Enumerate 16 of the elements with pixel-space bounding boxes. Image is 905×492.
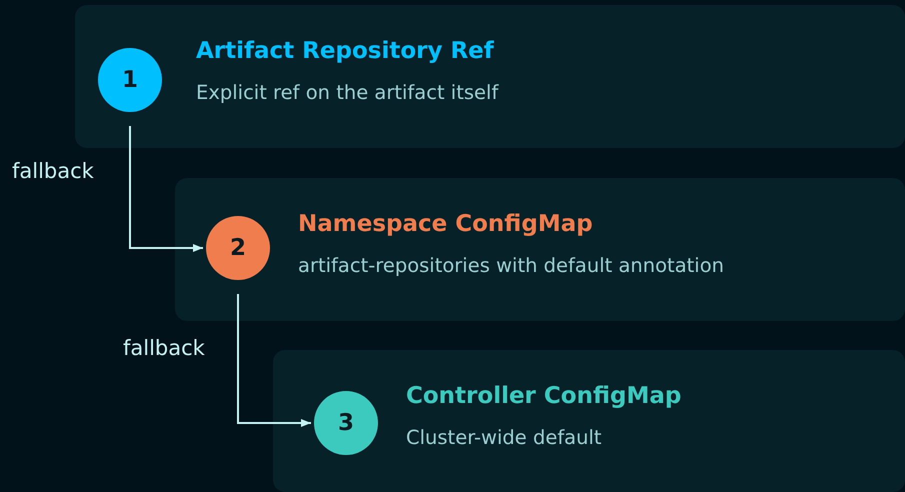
- step-number: 1: [98, 48, 162, 112]
- step-description: Explicit ref on the artifact itself: [196, 81, 498, 104]
- step-card: [175, 178, 905, 321]
- step-number: 3: [314, 391, 378, 455]
- step-title: Namespace ConfigMap: [298, 211, 593, 237]
- step-card: [273, 350, 905, 492]
- step-description: Cluster-wide default: [406, 426, 602, 449]
- step-title: Artifact Repository Ref: [196, 38, 494, 64]
- arrow: [237, 294, 311, 427]
- arrow: [129, 126, 203, 252]
- edge-label: fallback: [12, 159, 94, 183]
- edge-label: fallback: [123, 336, 205, 360]
- step-card: [75, 5, 905, 148]
- step-number: 2: [206, 216, 270, 280]
- step-description: artifact-repositories with default annotation: [298, 254, 724, 277]
- step-title: Controller ConfigMap: [406, 383, 682, 409]
